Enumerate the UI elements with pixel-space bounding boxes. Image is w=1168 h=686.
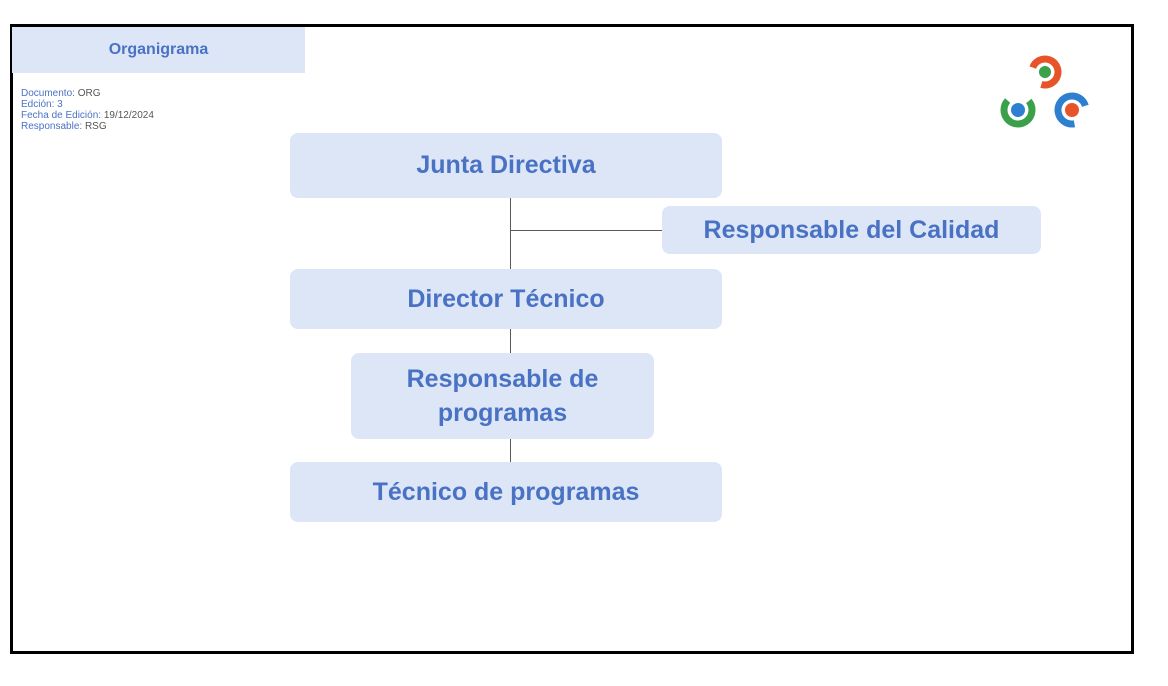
page-title: Organigrama <box>12 27 305 73</box>
meta-documento-label: Documento: <box>21 88 75 99</box>
node-responsable-calidad-label: Responsable del Calidad <box>703 215 1000 244</box>
node-responsable-programas: Responsable de programas <box>351 353 654 439</box>
node-director-tecnico: Director Técnico <box>290 269 722 329</box>
connector-junta-director <box>510 198 511 269</box>
page-title-text: Organigrama <box>108 41 209 58</box>
meta-edicion: Edción: 3 <box>21 99 154 110</box>
connector-responsable-tecnico <box>510 439 511 462</box>
page-frame <box>10 24 1134 654</box>
node-responsable-programas-label: Responsable de programas <box>406 365 599 427</box>
connector-director-responsable <box>510 329 511 353</box>
node-responsable-calidad: Responsable del Calidad <box>662 206 1041 254</box>
meta-responsable-label: Responsable: <box>21 121 83 132</box>
meta-fecha-label: Fecha de Edición: <box>21 110 102 121</box>
connector-junta-calidad <box>510 230 663 231</box>
meta-documento-value: ORG <box>77 88 101 99</box>
meta-fecha-value: 19/12/2024 <box>103 110 154 121</box>
node-tecnico-programas: Técnico de programas <box>290 462 722 522</box>
meta-documento: Documento: ORG <box>21 88 154 99</box>
node-junta-directiva-label: Junta Directiva <box>416 151 596 179</box>
node-director-tecnico-label: Director Técnico <box>407 284 605 313</box>
meta-responsable-value: RSG <box>84 121 107 132</box>
document-metadata: Documento: ORG Edción: 3 Fecha de Edició… <box>21 88 154 132</box>
node-tecnico-programas-label: Técnico de programas <box>372 477 640 506</box>
meta-edicion-label: Edción: 3 <box>21 99 63 110</box>
organization-logo-icon <box>1000 55 1090 128</box>
meta-responsable: Responsable: RSG <box>21 121 154 132</box>
node-junta-directiva: Junta Directiva <box>290 133 722 198</box>
meta-fecha: Fecha de Edición: 19/12/2024 <box>21 110 154 121</box>
